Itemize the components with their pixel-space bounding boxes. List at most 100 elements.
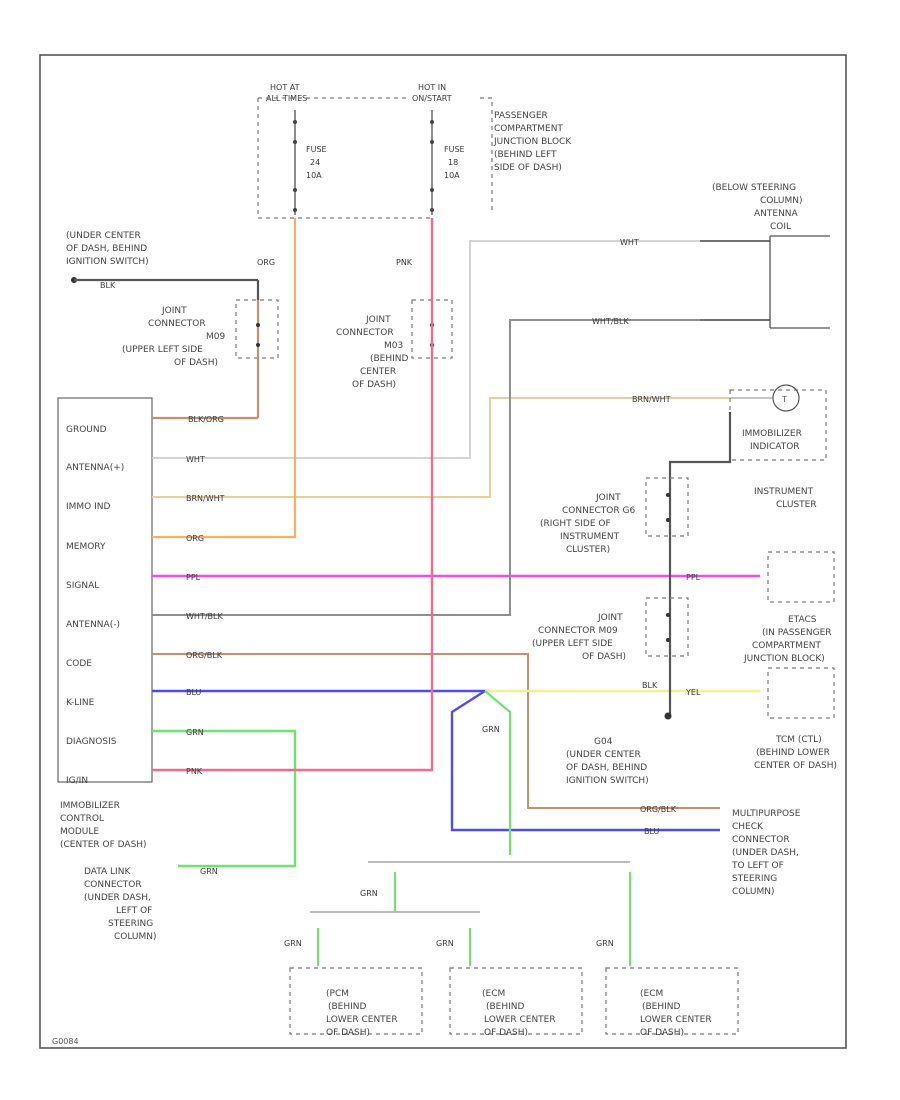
pcm1-label-3: LOWER CENTER <box>326 1015 398 1025</box>
module-pin-antenna: ANTENNA(-) <box>66 620 120 630</box>
joint-2-label-2: CONNECTOR <box>336 328 394 338</box>
joint-4-label-4: OF DASH) <box>582 652 626 662</box>
antenna-coil: (BELOW STEERING COLUMN) ANTENNA COIL <box>700 183 830 329</box>
hot-label-2b: ON/START <box>412 94 452 103</box>
ground-loc-label-1: (UNDER CENTER <box>66 231 141 241</box>
etacs-label-1: ETACS <box>788 615 817 625</box>
module-pin-signal: SIGNAL <box>66 581 99 591</box>
pcm2-label-2: (BEHIND <box>486 1002 525 1012</box>
wire-immo-top-color: BRN/WHT <box>632 395 671 404</box>
tcm-label-3: CENTER OF DASH) <box>754 761 837 771</box>
wire-signal-color-right: PPL <box>686 573 701 582</box>
mp-label-1: MULTIPURPOSE <box>732 809 801 819</box>
g04-label-2: (UNDER CENTER <box>566 750 641 760</box>
hot-label-1b: ALL TIMES <box>266 94 307 103</box>
ground-wire-color: BLK <box>100 281 116 290</box>
joint-4-label-1: JOINT <box>597 613 623 623</box>
antenna-coil-label-1: (BELOW STEERING <box>712 183 796 193</box>
ground-loc-label-2: OF DASH, BEHIND <box>66 244 147 254</box>
passenger-jb-label-1: PASSENGER <box>494 111 548 121</box>
joint-1-label-5: OF DASH) <box>174 358 218 368</box>
antenna-coil-label-3: ANTENNA <box>754 209 799 219</box>
module-pin-diagnosis: DIAGNOSIS <box>66 737 117 747</box>
wire-signal-color: PPL <box>186 573 201 582</box>
joint-2-label-5: CENTER <box>360 367 396 377</box>
wire-antenna-pos-color: WHT <box>186 455 205 464</box>
joint-1-label-3: M09 <box>206 332 225 342</box>
g04-label-1: G04 <box>594 737 613 747</box>
fuse-18-number: 18 <box>448 158 458 167</box>
wire-memory-color: ORG <box>186 534 204 543</box>
joint-3-label-3: (RIGHT SIDE OF <box>540 519 611 529</box>
mp-label-2: CHECK <box>732 822 764 832</box>
antenna-coil-label-4: COIL <box>770 222 791 232</box>
joint-connector-m09-right: JOINT CONNECTOR M09 (UPPER LEFT SIDE OF … <box>532 597 689 690</box>
fuse-block: HOT AT ALL TIMES HOT IN ON/START FUSE 24… <box>257 83 572 219</box>
module-pin-k-line: K-LINE <box>66 698 95 708</box>
antenna-coil-label-2: COLUMN) <box>760 196 803 206</box>
fuse-24-rating: 10A <box>306 171 322 180</box>
ground-g04: G04 (UNDER CENTER OF DASH, BEHIND IGNITI… <box>566 737 649 786</box>
tcm-label-1: TCM (CTL) <box>775 735 822 745</box>
branch-4-color: GRN <box>596 939 614 948</box>
joint-4-blk-color: BLK <box>642 681 658 690</box>
mp-label-5: TO LEFT OF <box>731 861 784 871</box>
module-pin-immo-ind: IMMO IND <box>66 502 111 512</box>
joint-2-label-3: M03 <box>384 341 403 351</box>
fuse-18-label: FUSE <box>444 145 465 154</box>
joint-4-label-3: (UPPER LEFT SIDE <box>532 639 613 649</box>
joint-1-label-1: JOINT <box>161 306 187 316</box>
diagram-frame <box>39 54 847 1049</box>
branch-2-color: GRN <box>284 939 302 948</box>
wire-diag-color: GRN <box>186 728 204 737</box>
tcm: TCM (CTL) (BEHIND LOWER CENTER OF DASH) <box>754 667 837 771</box>
footer-code: G0084 <box>52 1037 79 1046</box>
passenger-jb-label-4: (BEHIND LEFT <box>494 150 557 160</box>
module-pin-antenna: ANTENNA(+) <box>66 463 124 473</box>
passenger-jb-label-3: JUNCTION BLOCK <box>493 137 572 147</box>
joint-1-label-2: CONNECTOR <box>148 319 206 329</box>
wire-ground-color: BLK/ORG <box>188 415 224 424</box>
dl-label-2: CONNECTOR <box>84 880 142 890</box>
multipurpose-connector: MULTIPURPOSE CHECK CONNECTOR (UNDER DASH… <box>731 809 801 897</box>
dl-label-5: STEERING <box>108 919 153 929</box>
pcm3-label-4: OF DASH) <box>640 1028 684 1038</box>
mp-label-3: CONNECTOR <box>732 835 790 845</box>
ground-top: (UNDER CENTER OF DASH, BEHIND IGNITION S… <box>66 231 260 300</box>
wire-immo-ind-color: BRN/WHT <box>186 494 225 503</box>
pcm1-label-4: OF DASH) <box>326 1028 370 1038</box>
g04-label-4: IGNITION SWITCH) <box>566 776 649 786</box>
joint-1-label-4: (UPPER LEFT SIDE <box>122 345 203 355</box>
joint-4-label-2: CONNECTOR M09 <box>538 626 618 636</box>
instrument-label-2: CLUSTER <box>776 500 817 510</box>
wire-diag-low-color: GRN <box>200 867 218 876</box>
module-pin-ig-in: IG/IN <box>66 776 88 786</box>
wire-antenna-neg-top-color: WHT/BLK <box>592 317 629 326</box>
mp-label-7: COLUMN) <box>732 887 775 897</box>
svg-text:T: T <box>781 395 787 404</box>
module-label-2: CONTROL <box>60 814 104 824</box>
pcm2-label-3: LOWER CENTER <box>484 1015 556 1025</box>
etacs: ETACS (IN PASSENGER COMPARTMENT JUNCTION… <box>743 551 835 664</box>
etacs-label-3: COMPARTMENT <box>752 641 821 651</box>
module-label-4: (CENTER OF DASH) <box>60 840 147 850</box>
hot-label-1: HOT AT <box>270 83 300 92</box>
joint-connector-m09: JOINT CONNECTOR M09 (UPPER LEFT SIDE OF … <box>122 299 279 418</box>
pcm1-label-2: (BEHIND <box>328 1002 367 1012</box>
joint-3-label-2: CONNECTOR G6 <box>562 506 635 516</box>
wire-antenna-neg-color: WHT/BLK <box>186 612 223 621</box>
joint-2-label-6: OF DASH) <box>352 380 396 390</box>
pcm2-label-4: OF DASH) <box>484 1028 528 1038</box>
branch-1-color: GRN <box>360 889 378 898</box>
instrument-cluster: T IMMOBILIZER INDICATOR INSTRUMENT CLUST… <box>664 384 827 720</box>
wire-yel-color: YEL <box>685 688 701 697</box>
immo-indicator-label-2: INDICATOR <box>750 442 800 452</box>
wire-org-vertical-color: ORG <box>257 258 275 267</box>
joint-3-label-4: INSTRUMENT <box>560 532 620 542</box>
joint-2-label-1: JOINT <box>365 315 391 325</box>
dl-label-3: (UNDER DASH, <box>84 893 151 903</box>
fuse-18-rating: 10A <box>444 171 460 180</box>
dl-label-4: LEFT OF <box>116 906 152 916</box>
wire-ig-color: PNK <box>186 767 203 776</box>
